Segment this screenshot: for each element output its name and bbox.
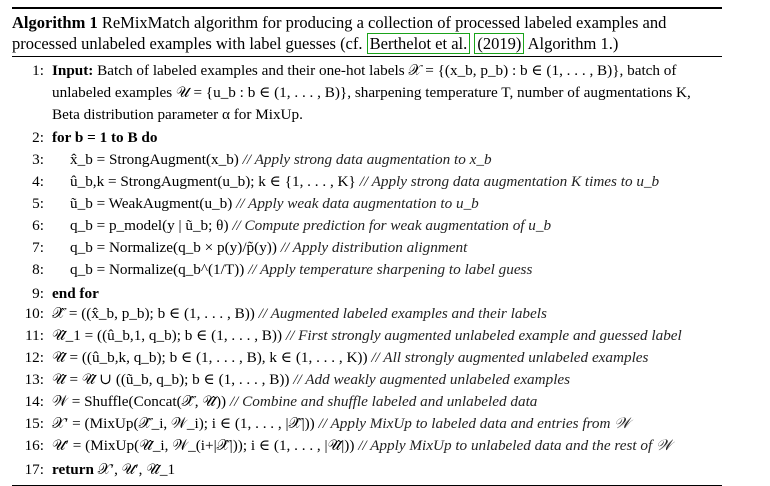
algorithm-box: Algorithm 1 ReMixMatch algorithm for pro… xyxy=(12,7,722,486)
line-code: 𝒰̂ = 𝒰̂ ∪ ((ũ_b, q_b); b ∈ (1, . . . , B… xyxy=(52,370,294,388)
line-number: 16: xyxy=(24,436,44,454)
line-number: 10: xyxy=(24,304,44,322)
algorithm-line: 15: 𝒳′ = (MixUp(𝒳̂_i, 𝒲_i); i ∈ (1, . . … xyxy=(12,413,722,435)
algorithm-line: 5: ũ_b = WeakAugment(u_b) // Apply weak … xyxy=(12,193,722,215)
line-number: 8: xyxy=(32,260,44,278)
line-text: end for xyxy=(52,284,99,302)
line-comment: // Add weakly augmented unlabeled exampl… xyxy=(293,370,571,388)
algorithm-line: 1: Input: Batch of labeled examples and … xyxy=(12,60,722,127)
line-code: 𝒲 = Shuffle(Concat(𝒳̂, 𝒰̂)) xyxy=(52,392,230,410)
algorithm-line: 7: q_b = Normalize(q_b × p(y)/p̃(y)) // … xyxy=(12,237,722,259)
line-code: û_b,k = StrongAugment(u_b); k ∈ {1, . . … xyxy=(70,172,360,190)
algorithm-line: 4: û_b,k = StrongAugment(u_b); k ∈ {1, .… xyxy=(12,171,722,193)
line-text: x̂_b = StrongAugment(x_b) // Apply stron… xyxy=(70,149,492,171)
algorithm-line: 2: for b = 1 to B do xyxy=(12,127,722,149)
algorithm-line: 8: q_b = Normalize(q_b^(1/T)) // Apply t… xyxy=(12,259,722,283)
algorithm-line: 17: return 𝒳′, 𝒰′, 𝒰̂_1 xyxy=(12,459,722,481)
line-text: 𝒰̂ = ((û_b,k, q_b); b ∈ (1, . . . , B), … xyxy=(52,347,648,369)
caption-text: ReMixMatch algorithm for producing a col… xyxy=(12,13,667,53)
line-code: 𝒰̂ = ((û_b,k, q_b); b ∈ (1, . . . , B), … xyxy=(52,348,372,366)
line-code: q_b = p_model(y | ũ_b; θ) xyxy=(70,216,233,234)
line-number: 1: xyxy=(32,62,44,79)
top-rule xyxy=(12,7,722,9)
line-comment: // Apply distribution alignment xyxy=(280,238,468,256)
algorithm-caption: Algorithm 1 ReMixMatch algorithm for pro… xyxy=(12,9,722,56)
line-number: 3: xyxy=(32,150,44,168)
line-text: 𝒳̂ = ((x̂_b, p_b); b ∈ (1, . . . , B)) /… xyxy=(52,303,547,325)
keyword: return xyxy=(52,460,94,478)
line-number: 15: xyxy=(24,414,44,432)
line-number: 2: xyxy=(32,128,44,146)
line-comment: // Apply MixUp to unlabeled data and the… xyxy=(358,436,672,454)
line-text: q_b = Normalize(q_b × p(y)/p̃(y)) // App… xyxy=(70,237,467,259)
line-number: 14: xyxy=(24,392,44,410)
line-text: ũ_b = WeakAugment(u_b) // Apply weak dat… xyxy=(70,193,479,215)
line-code: 𝒳̂ = ((x̂_b, p_b); b ∈ (1, . . . , B)) xyxy=(52,304,259,322)
line-comment: // First strongly augmented unlabeled ex… xyxy=(285,326,682,344)
line-text: q_b = Normalize(q_b^(1/T)) // Apply temp… xyxy=(70,259,532,281)
line-number: 12: xyxy=(24,348,44,366)
line-comment: // Apply weak data augmentation to u_b xyxy=(236,194,479,212)
line-number: 4: xyxy=(32,172,44,190)
citation-link[interactable]: Berthelot et al. xyxy=(366,33,471,54)
keyword: Input: xyxy=(52,62,94,79)
line-comment: // Augmented labeled examples and their … xyxy=(258,304,547,322)
algorithm-line: 10: 𝒳̂ = ((x̂_b, p_b); b ∈ (1, . . . , B… xyxy=(12,303,722,325)
citation-year-link[interactable]: (2019) xyxy=(474,33,525,54)
algorithm-line: 13: 𝒰̂ = 𝒰̂ ∪ ((ũ_b, q_b); b ∈ (1, . . .… xyxy=(12,369,722,391)
line-code: ũ_b = WeakAugment(u_b) xyxy=(70,194,237,212)
algorithm-line: 12: 𝒰̂ = ((û_b,k, q_b); b ∈ (1, . . . , … xyxy=(12,347,722,369)
line-number: 17: xyxy=(24,460,44,478)
line-text: 𝒳′ = (MixUp(𝒳̂_i, 𝒲_i); i ∈ (1, . . . , … xyxy=(52,413,630,435)
line-number: 6: xyxy=(32,216,44,234)
line-code: 𝒳′ = (MixUp(𝒳̂_i, 𝒲_i); i ∈ (1, . . . , … xyxy=(52,414,319,432)
line-code: 𝒰̂_1 = ((û_b,1, q_b); b ∈ (1, . . . , B)… xyxy=(52,326,286,344)
caption-text-end: Algorithm 1.) xyxy=(524,34,619,53)
line-comment: // All strongly augmented unlabeled exam… xyxy=(371,348,649,366)
algorithm-label: Algorithm 1 xyxy=(12,13,98,32)
line-number: 9: xyxy=(32,284,44,302)
line-text: 𝒰̂ = 𝒰̂ ∪ ((ũ_b, q_b); b ∈ (1, . . . , B… xyxy=(52,369,570,391)
line-text: û_b,k = StrongAugment(u_b); k ∈ {1, . . … xyxy=(70,171,659,193)
line-number: 7: xyxy=(32,238,44,256)
line-text: Input: Batch of labeled examples and the… xyxy=(52,62,691,124)
line-number: 13: xyxy=(24,370,44,388)
algorithm-line: 3: x̂_b = StrongAugment(x_b) // Apply st… xyxy=(12,149,722,171)
caption-rule xyxy=(12,56,722,57)
bottom-rule xyxy=(12,484,722,486)
line-comment: // Apply temperature sharpening to label… xyxy=(248,260,533,278)
line-text: 𝒲 = Shuffle(Concat(𝒳̂, 𝒰̂)) // Combine a… xyxy=(52,391,537,413)
algorithm-line: 11: 𝒰̂_1 = ((û_b,1, q_b); b ∈ (1, . . . … xyxy=(12,325,722,347)
algorithm-line: 16: 𝒰′ = (MixUp(𝒰̂_i, 𝒲_(i+|𝒳̂|)); i ∈ (… xyxy=(12,435,722,459)
line-code: q_b = Normalize(q_b × p(y)/p̃(y)) xyxy=(70,238,281,256)
algorithm-line: 14: 𝒲 = Shuffle(Concat(𝒳̂, 𝒰̂)) // Combi… xyxy=(12,391,722,413)
line-comment: // Apply MixUp to labeled data and entri… xyxy=(318,414,631,432)
line-text: q_b = p_model(y | ũ_b; θ) // Compute pre… xyxy=(70,215,551,237)
line-text: for b = 1 to B do xyxy=(52,128,158,146)
line-code: x̂_b = StrongAugment(x_b) xyxy=(70,150,243,168)
line-text: 𝒰̂_1 = ((û_b,1, q_b); b ∈ (1, . . . , B)… xyxy=(52,325,682,347)
algorithm-line: 6: q_b = p_model(y | ũ_b; θ) // Compute … xyxy=(12,215,722,237)
line-comment: // Combine and shuffle labeled and unlab… xyxy=(229,392,538,410)
line-text: 𝒰′ = (MixUp(𝒰̂_i, 𝒲_(i+|𝒳̂|)); i ∈ (1, .… xyxy=(52,435,672,457)
line-code: 𝒰′ = (MixUp(𝒰̂_i, 𝒲_(i+|𝒳̂|)); i ∈ (1, .… xyxy=(52,436,359,454)
line-comment: // Compute prediction for weak augmentat… xyxy=(232,216,552,234)
line-comment: // Apply strong data augmentation to x_b xyxy=(242,150,492,168)
line-code: q_b = Normalize(q_b^(1/T)) xyxy=(70,260,249,278)
algorithm-lines: 1: Input: Batch of labeled examples and … xyxy=(12,57,722,485)
line-comment: // Apply strong data augmentation K time… xyxy=(359,172,660,190)
line-number: 11: xyxy=(25,326,44,344)
line-number: 5: xyxy=(32,194,44,212)
line-text: return 𝒳′, 𝒰′, 𝒰̂_1 xyxy=(52,460,176,478)
algorithm-line: 9: end for xyxy=(12,283,722,303)
